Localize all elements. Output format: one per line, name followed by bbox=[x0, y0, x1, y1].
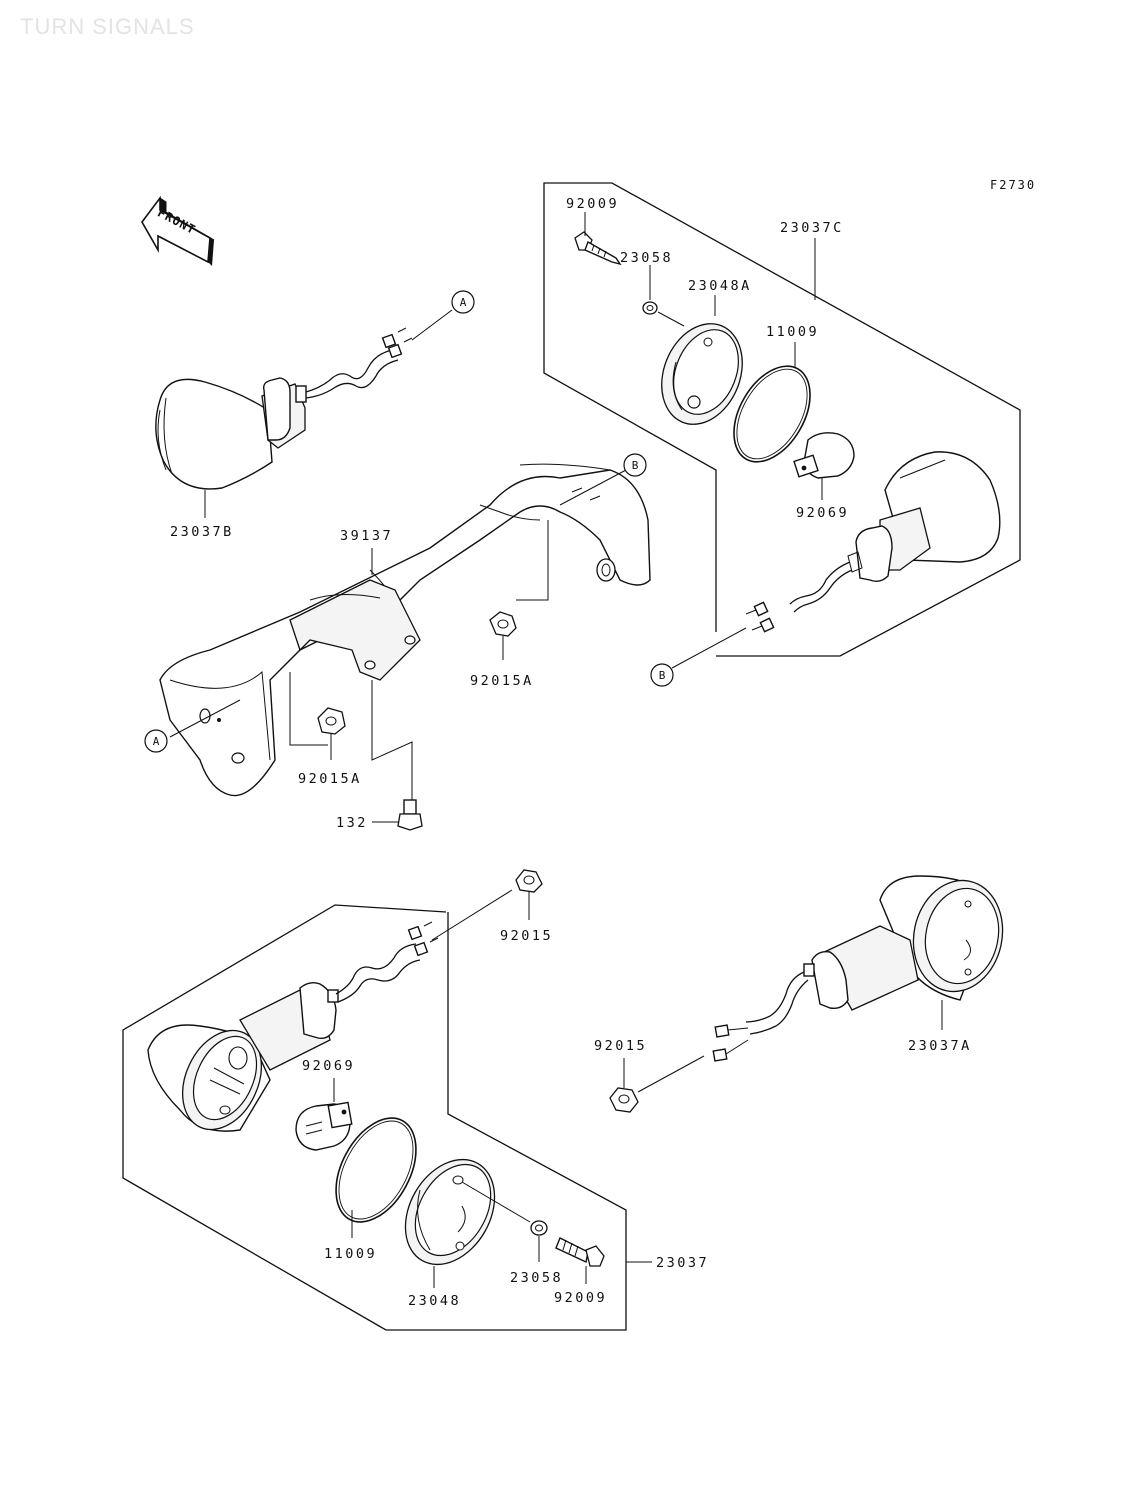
leader-b-bracket bbox=[516, 520, 549, 601]
leader-92015a-left-bracket bbox=[289, 672, 328, 746]
gasket-11009-top bbox=[733, 365, 811, 463]
part-label-92009-top: 92009 bbox=[566, 196, 619, 212]
bulb-92069-bottom bbox=[295, 1101, 353, 1151]
leader-92015-mid-wire bbox=[637, 1055, 705, 1093]
part-label-132: 132 bbox=[336, 815, 368, 831]
page-watermark: TURN SIGNALS bbox=[20, 14, 195, 39]
leader-23048-to-washer bbox=[461, 1181, 531, 1223]
screw-92009-bottom bbox=[555, 1237, 605, 1267]
assembly-outline-23037c bbox=[543, 182, 1021, 657]
bulb-92069-top bbox=[793, 432, 855, 479]
callout-a-bracket-label: A bbox=[153, 735, 160, 748]
turn-signal-housing-top bbox=[745, 451, 1001, 633]
part-label-23048: 23048 bbox=[408, 1293, 461, 1309]
callout-b-lower-label: B bbox=[659, 669, 666, 682]
turn-signal-23037a bbox=[712, 875, 1004, 1062]
bolt-132 bbox=[397, 799, 423, 831]
nut-92015a-right bbox=[489, 611, 517, 637]
callout-a-top: A bbox=[451, 290, 475, 314]
part-label-92015a-right: 92015A bbox=[470, 673, 534, 689]
part-label-23058-bottom: 23058 bbox=[510, 1270, 563, 1286]
callout-b-top-label: B bbox=[632, 459, 639, 472]
callout-b-lower: B bbox=[650, 663, 674, 687]
leader-b-top bbox=[559, 469, 627, 506]
part-label-23037b: 23037B bbox=[170, 524, 234, 540]
figure-code: F2730 bbox=[990, 178, 1037, 192]
leader-a-top bbox=[411, 309, 453, 341]
leader-b-lower bbox=[671, 627, 747, 669]
part-label-23037c: 23037C bbox=[780, 220, 844, 236]
part-label-92015a-left: 92015A bbox=[298, 771, 362, 787]
part-label-11009-top: 11009 bbox=[766, 324, 819, 340]
callout-a-bracket: A bbox=[144, 729, 168, 753]
part-label-39137: 39137 bbox=[340, 528, 393, 544]
part-label-92069-top: 92069 bbox=[796, 505, 849, 521]
screw-92009-top bbox=[574, 231, 622, 266]
turn-signal-housing-bottom bbox=[147, 921, 439, 1132]
part-label-23037a: 23037A bbox=[908, 1038, 972, 1054]
leader-a-bracket bbox=[169, 699, 241, 738]
part-label-92015-mid: 92015 bbox=[594, 1038, 647, 1054]
nut-92015a-left bbox=[317, 707, 346, 735]
nut-92015-top bbox=[515, 869, 543, 893]
turn-signal-23037b bbox=[155, 327, 413, 490]
leader-132-bracket bbox=[371, 680, 413, 800]
part-label-23037: 23037 bbox=[656, 1255, 709, 1271]
callout-b-top: B bbox=[623, 453, 647, 477]
leader-92015-top-wire bbox=[431, 889, 513, 941]
callout-a-top-label: A bbox=[460, 296, 467, 309]
part-label-23048a: 23048A bbox=[688, 278, 752, 294]
gasket-11009-bottom bbox=[335, 1117, 417, 1223]
part-label-11009-bottom: 11009 bbox=[324, 1246, 377, 1262]
part-label-92069-bottom: 92069 bbox=[302, 1058, 355, 1074]
leader-23058-to-lens bbox=[657, 311, 685, 327]
front-arrow-icon: FRONT bbox=[141, 195, 215, 266]
lens-23048 bbox=[404, 1158, 496, 1266]
nut-92015-mid bbox=[609, 1087, 639, 1113]
assembly-outline-23037 bbox=[122, 904, 627, 1331]
part-label-92009-bottom: 92009 bbox=[554, 1290, 607, 1306]
washer-23058-top bbox=[642, 301, 658, 315]
washer-23058-bottom bbox=[530, 1220, 548, 1236]
bracket-39137 bbox=[159, 463, 651, 797]
part-label-23058-top: 23058 bbox=[620, 250, 673, 266]
lens-23048a bbox=[661, 323, 743, 425]
part-label-92015-top: 92015 bbox=[500, 928, 553, 944]
